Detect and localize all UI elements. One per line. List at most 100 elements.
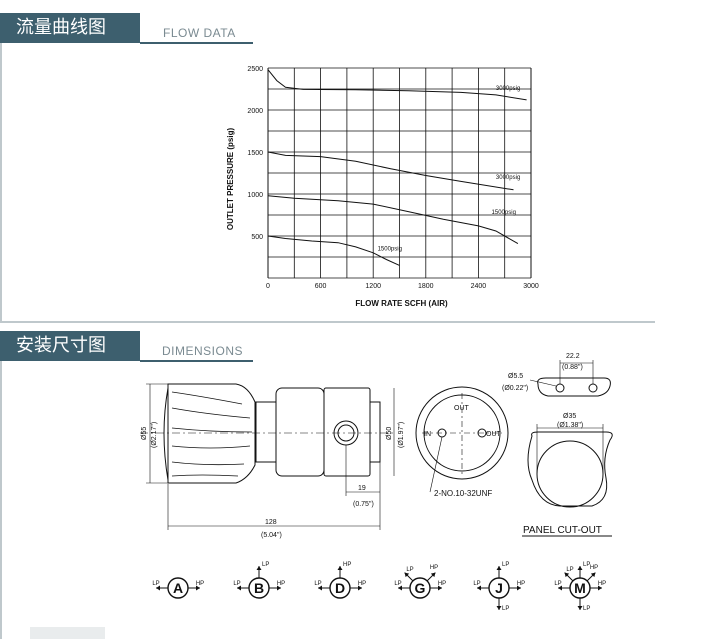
port-arrowhead [398,585,402,591]
port-label: HP [590,565,598,571]
x-axis-label: FLOW RATE SCFH (AIR) [355,299,448,308]
port-letter: D [335,580,345,596]
panel-outline [537,377,611,397]
flow-data-header: 流量曲线图 FLOW DATA [0,13,260,44]
thread-note: 2-NO.10-32UNF [434,489,492,498]
port-label: LP [473,581,480,587]
y-tick-label: 2000 [247,108,263,115]
port-letter: J [495,580,503,596]
section-divider [0,321,655,323]
port-label: HP [598,581,606,587]
leader-line [529,379,557,387]
bonnet-neck [255,401,277,463]
port-letter: M [574,580,586,596]
port-arrowhead [577,606,583,610]
length-dim: 128 [265,519,277,526]
panel-plate [527,431,613,507]
port-arrowhead [404,572,410,578]
panel-cutout-circle [536,440,604,508]
port-label: LP [152,581,159,587]
port-arrowhead [156,585,160,591]
port-label: HP [438,581,446,587]
port-label: LP [314,581,321,587]
port-arrowhead [358,585,362,591]
port-label: HP [517,581,525,587]
port-letter: A [173,580,183,596]
knob-cap [163,387,169,481]
bonnet-dia-dim-in: (Ø1.97") [398,422,405,448]
panel-cutout-caption: PANEL CUT-OUT [523,525,602,536]
port-arrowhead [590,572,596,578]
port-label: LP [262,562,269,568]
port-label: LP [583,606,590,612]
dimensions-title-en: DIMENSIONS [162,344,244,358]
header-underline [140,42,253,44]
out-port [477,428,487,438]
y-tick-label: 1000 [247,192,263,199]
x-tick-label: 600 [315,283,327,290]
y-tick-label: 2500 [247,66,263,73]
port-label: LP [406,567,413,573]
y-axis-label: OUTLET PRESSURE (psig) [226,128,235,231]
section-frame [0,361,2,639]
body-end [369,401,381,463]
port-label: LP [502,562,509,568]
port-arrowhead [237,585,241,591]
knob-ribs [171,391,253,477]
cutout-dia-dim-in: (Ø1.38") [557,422,583,429]
panel-hole-right [588,383,598,393]
front-outer-circle [415,386,509,480]
port-offset-dim-in: (0.75") [353,501,374,508]
front-out-label: OUT [454,405,470,412]
footer-strip [30,627,105,639]
port-arrowhead [438,585,442,591]
hole-spacing-dim: 22.2 [566,353,580,360]
port-label: HP [196,581,204,587]
port-label: HP [343,562,351,568]
flow-data-title-cn: 流量曲线图 [0,13,140,43]
port-arrowhead [337,566,343,570]
port-label: HP [277,581,285,587]
port-arrowhead [598,585,602,591]
port-arrowhead [564,572,570,578]
port-arrowhead [477,585,481,591]
port-arrowhead [277,585,281,591]
hole-dia-dim-in: (Ø0.22") [502,385,528,392]
flow-data-title-en: FLOW DATA [163,26,236,40]
hole-dia-dim: Ø5.5 [508,373,523,380]
y-tick-label: 500 [251,234,263,241]
port-arrowhead [196,585,200,591]
port-letter: G [415,580,426,596]
hole-spacing-dim-in: (0.88") [562,364,583,371]
y-tick-label: 1500 [247,150,263,157]
port-label: LP [554,581,561,587]
length-dim-in: (5.04") [261,532,282,539]
port-label: LP [233,581,240,587]
series-line [267,151,514,191]
port-label: HP [430,565,438,571]
port-offset-dim: 19 [358,485,366,492]
front-out-label-2: OUT [486,431,502,438]
port-letter: B [254,580,264,596]
regulator-knob [167,383,256,484]
leader-line [429,436,443,493]
port-label: LP [566,567,573,573]
x-tick-label: 1200 [365,283,381,290]
x-tick-label: 0 [266,283,270,290]
body-dia-dim: Ø55 [141,427,148,440]
series-line [267,195,519,245]
x-tick-label: 1800 [418,283,434,290]
panel-hole-left [555,383,565,393]
port-label: HP [358,581,366,587]
cutout-dia-dim: Ø35 [563,413,576,420]
regulator-body [323,387,371,477]
dimensions-header: 安装尺寸图 DIMENSIONS [0,331,260,362]
section-frame [0,43,2,321]
port-arrowhead [558,585,562,591]
port-arrowhead [318,585,322,591]
port-label: LP [502,606,509,612]
body-ring [275,387,325,477]
port-arrowhead [496,566,502,570]
